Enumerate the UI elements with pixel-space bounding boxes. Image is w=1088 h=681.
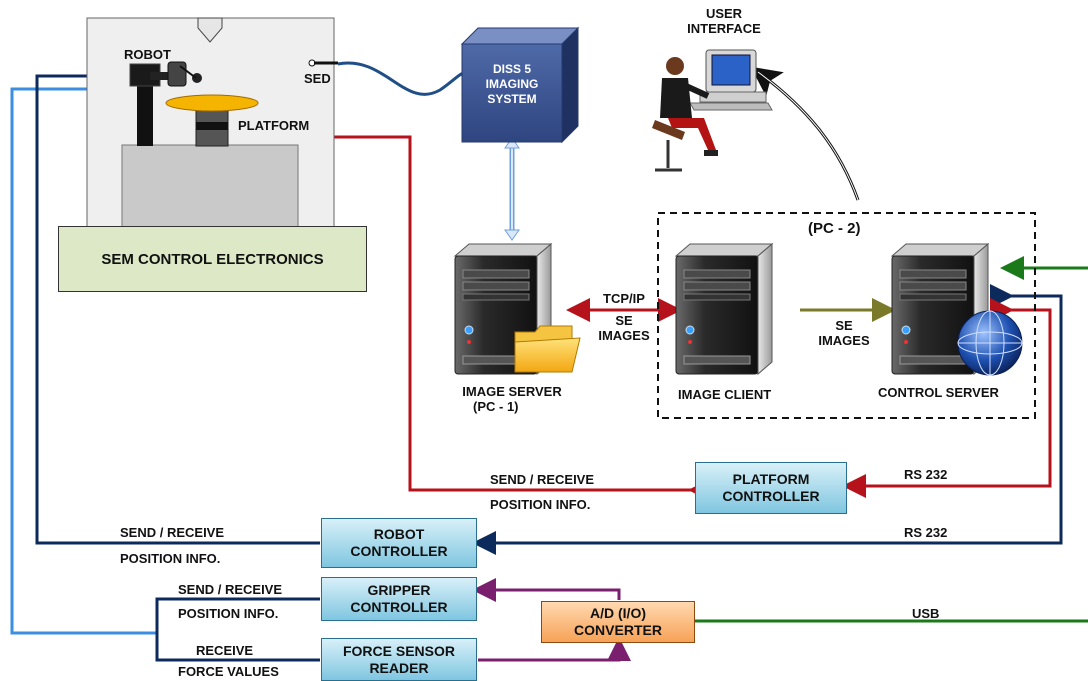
platform-controller-line-2: CONTROLLER [722,488,820,504]
rs232-robot-label: RS 232 [904,525,948,540]
platform-controller-line-1: PLATFORM [732,471,810,487]
robot-controller-line-2: CONTROLLER [350,543,448,559]
platform-send-receive-label: SEND / RECEIVE [490,472,595,487]
user-interface-label: USER INTERFACE [684,6,764,36]
ad-converter-line-2: CONVERTER [574,622,662,638]
diss-imaging-system: DISS 5 IMAGING SYSTEM [462,44,562,124]
tcpip-line-1: TCP/IP [603,291,645,306]
sem-control-electronics: SEM CONTROL ELECTRONICS [58,226,367,292]
sed-label: SED [304,71,331,86]
rs232-platform-label: RS 232 [904,467,948,482]
diss-line-3: SYSTEM [487,91,537,106]
force-values-label: FORCE VALUES [178,664,279,679]
image-server-line-1: IMAGE SERVER [462,384,562,399]
se-images-line-2: IMAGES [818,333,870,348]
user-interface-line-1: USER [705,6,743,21]
force-sensor-reader-box: FORCE SENSOR READER [321,638,477,681]
robot-controller-box: ROBOT CONTROLLER [321,518,477,568]
user-interface-line-2: INTERFACE [687,21,761,36]
sem-control-electronics-label: SEM CONTROL ELECTRONICS [101,250,324,268]
gripper-controller-line-1: GRIPPER [367,582,431,598]
image-client-label: IMAGE CLIENT [678,387,772,402]
usb-label: USB [912,606,940,621]
control-server-label: CONTROL SERVER [878,385,999,400]
force-receive-label: RECEIVE [196,643,254,658]
gripper-position-info-label: POSITION INFO. [178,606,279,621]
image-server-label: IMAGE SERVER (PC - 1) [448,384,576,414]
robot-label: ROBOT [124,47,171,62]
robot-send-receive-label: SEND / RECEIVE [120,525,225,540]
tcpip-line-2: SE [615,313,633,328]
tcpip-link-label: TCP/IP SE IMAGES [584,291,664,343]
platform-label: PLATFORM [238,118,310,133]
diss-line-1: DISS 5 [492,61,531,76]
globe-icon [957,310,1023,376]
robot-controller-line-1: ROBOT [373,526,425,542]
force-sensor-reader-line-1: FORCE SENSOR [342,642,455,659]
ad-converter-line-1: A/D (I/O) [590,605,646,621]
force-sensor-reader-line-2: READER [369,659,429,676]
se-images-line-1: SE [835,318,853,333]
platform-controller-box: PLATFORM CONTROLLER [695,462,847,514]
platform-position-info-label: POSITION INFO. [490,497,591,512]
pc2-label: (PC - 2) [808,220,861,237]
tcpip-line-3: IMAGES [598,328,650,343]
folder-icon [514,325,581,373]
robot-position-info-label: POSITION INFO. [120,551,221,566]
ad-converter-box: A/D (I/O) CONVERTER [541,601,695,643]
diss-line-2: IMAGING [485,76,539,91]
se-images-link-label: SE IMAGES [806,318,882,348]
user-at-computer-icon [652,49,773,172]
gripper-controller-box: GRIPPER CONTROLLER [321,577,477,621]
gripper-controller-line-2: CONTROLLER [350,599,448,615]
gripper-send-receive-label: SEND / RECEIVE [178,582,283,597]
image-server-line-2: (PC - 1) [473,399,519,414]
